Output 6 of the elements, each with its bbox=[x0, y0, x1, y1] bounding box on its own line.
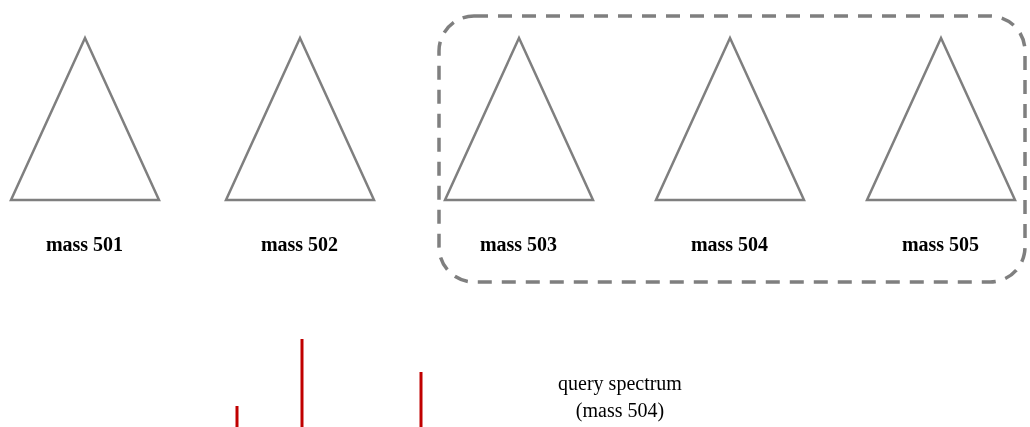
mass-label: mass 503 bbox=[478, 233, 559, 256]
mass-label: mass 502 bbox=[259, 233, 340, 256]
spectrum-caption: query spectrum (mass 504) bbox=[557, 371, 683, 424]
mass-label: mass 505 bbox=[900, 233, 981, 256]
mass-label: mass 501 bbox=[44, 233, 125, 256]
mass-label: mass 504 bbox=[689, 233, 770, 256]
